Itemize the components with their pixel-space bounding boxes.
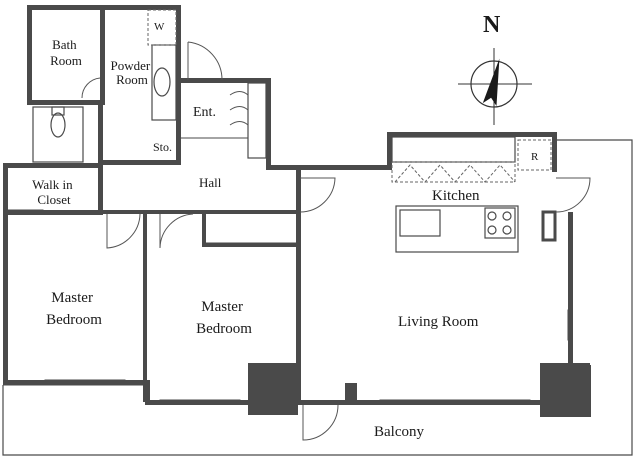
powder-room-label: Powder Room: [111, 58, 154, 87]
refrigerator-label: R: [531, 151, 539, 163]
living-room-label: Living Room: [398, 314, 479, 330]
kitchen-label: Kitchen: [432, 188, 480, 204]
master-bedroom-2-label: Master Bedroom: [196, 299, 252, 337]
walk-in-closet-label: Walk in Closet: [32, 177, 76, 207]
hall-label: Hall: [199, 175, 222, 190]
powder-sink: [151, 44, 177, 121]
compass-icon: [458, 48, 532, 125]
master-bedroom-1-label: Master Bedroom: [46, 290, 102, 328]
exterior-walls: [3, 5, 591, 417]
washer-label: W: [154, 21, 165, 33]
washer-box: [147, 9, 177, 46]
kitchen-counter: [395, 205, 519, 253]
kitchen-upper-cabinet: [391, 136, 516, 183]
entrance-closet: [181, 82, 267, 159]
toilet-fixture: [32, 106, 84, 163]
balcony-outline: [2, 139, 633, 456]
bath-room-label: Bath Room: [50, 37, 82, 68]
storage-label: Sto.: [153, 140, 172, 154]
compass-north-label: N: [483, 12, 501, 38]
refrigerator-box: [517, 139, 552, 171]
entrance-label: Ent.: [193, 105, 216, 120]
doors: [81, 41, 591, 441]
balcony-label: Balcony: [374, 424, 424, 440]
windows: [7, 209, 573, 405]
